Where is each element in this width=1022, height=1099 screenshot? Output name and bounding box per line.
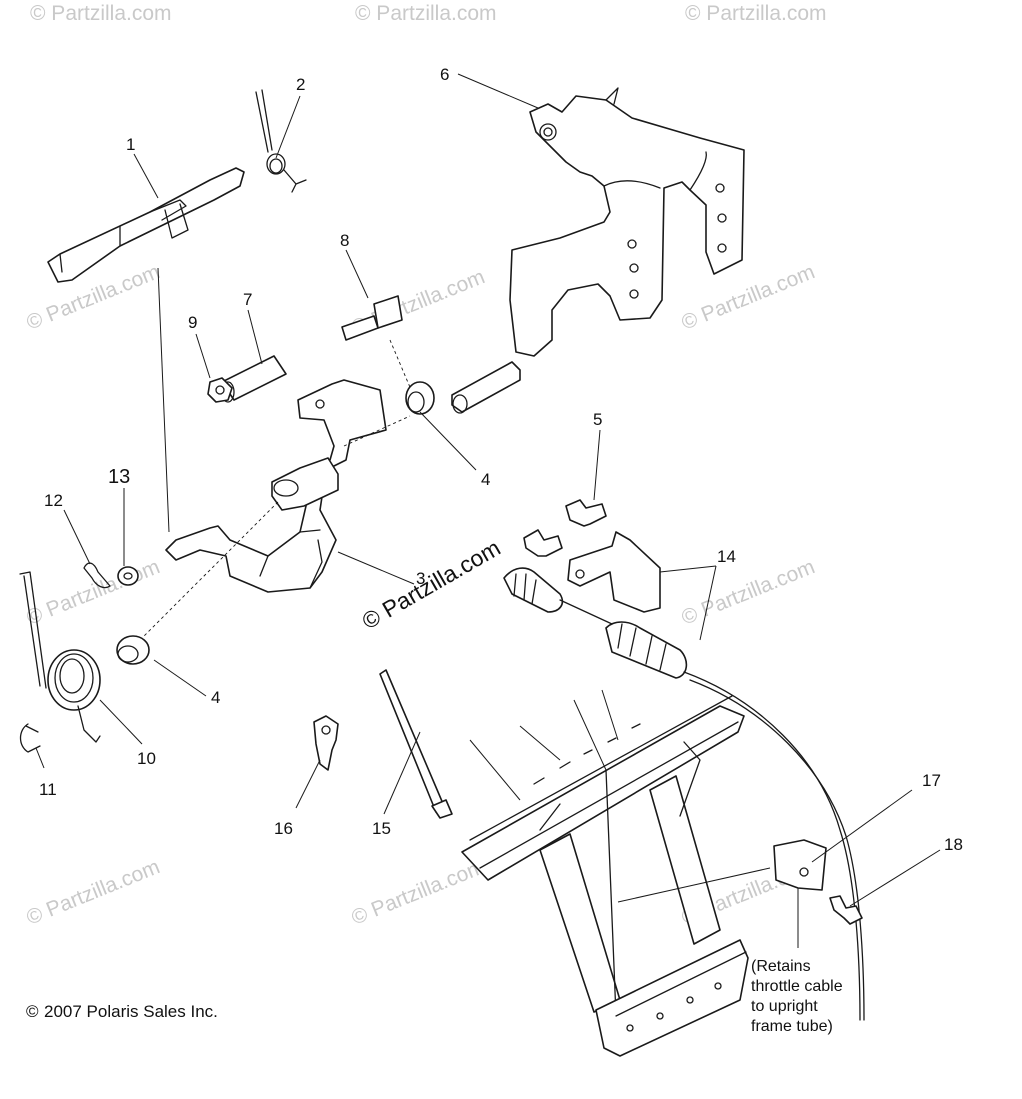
callout-10: 10 bbox=[137, 749, 156, 768]
frame-upright bbox=[461, 689, 771, 1057]
callout-4-upper: 4 bbox=[481, 470, 490, 489]
callout-8: 8 bbox=[340, 231, 349, 250]
note-line-1: (Retains bbox=[751, 958, 811, 975]
part-12-clip bbox=[83, 562, 111, 589]
callout-18: 18 bbox=[944, 835, 963, 854]
part-10-return-spring bbox=[19, 571, 101, 743]
watermark: © Partzilla.com bbox=[678, 555, 818, 629]
callout-14: 14 bbox=[717, 547, 736, 566]
callout-2: 2 bbox=[296, 75, 305, 94]
watermark: © Partzilla.com bbox=[355, 2, 497, 25]
leader-lines bbox=[35, 73, 941, 948]
part-4-bushing-upper bbox=[405, 381, 435, 415]
brand-watermark: © Partzilla.com bbox=[358, 534, 505, 634]
part-11-e-clip bbox=[19, 723, 41, 753]
part-13-washer bbox=[117, 566, 139, 586]
callout-13: 13 bbox=[108, 466, 130, 488]
part-17-cable-clip bbox=[773, 839, 827, 891]
watermark: © Partzilla.com bbox=[678, 260, 818, 334]
callout-12: 12 bbox=[44, 491, 63, 510]
part-15-tie-strap bbox=[379, 669, 453, 819]
callout-6: 6 bbox=[440, 65, 449, 84]
part-1-pedal-pad bbox=[47, 167, 245, 533]
callout-15: 15 bbox=[372, 819, 391, 838]
watermark: © Partzilla.com bbox=[30, 2, 172, 25]
part-2-torsion-spring bbox=[255, 89, 307, 193]
callout-3: 3 bbox=[416, 569, 425, 588]
copyright-symbol: © bbox=[26, 1002, 39, 1021]
watermark: © Partzilla.com bbox=[23, 855, 163, 929]
clip-note: (Retains throttle cable to upright frame… bbox=[751, 958, 843, 1035]
part-18-screw bbox=[829, 895, 863, 925]
note-line-3: to upright bbox=[751, 998, 818, 1015]
callout-labels: 1 2 3 4 4 5 6 7 8 9 10 11 12 13 14 15 16… bbox=[39, 65, 963, 854]
callout-11: 11 bbox=[39, 780, 57, 799]
watermark: © Partzilla.com bbox=[348, 855, 488, 929]
note-line-4: frame tube) bbox=[751, 1018, 833, 1035]
part-4-bushing-lower bbox=[116, 635, 150, 665]
part-9-nut bbox=[207, 377, 233, 403]
part-16-fastener bbox=[313, 715, 339, 771]
callout-16: 16 bbox=[274, 819, 293, 838]
part-5-pin bbox=[523, 499, 607, 557]
callout-7: 7 bbox=[243, 290, 252, 309]
copyright-text: 2007 Polaris Sales Inc. bbox=[44, 1002, 218, 1021]
copyright-footer: © 2007 Polaris Sales Inc. bbox=[26, 1002, 218, 1021]
part-14-cable-assembly bbox=[503, 531, 865, 1021]
watermark: © Partzilla.com bbox=[23, 555, 163, 629]
callout-4-lower: 4 bbox=[211, 688, 220, 707]
part-3-pedal-arm bbox=[139, 379, 411, 641]
watermark: © Partzilla.com bbox=[685, 2, 827, 25]
part-7-bushing bbox=[221, 355, 287, 403]
callout-17: 17 bbox=[922, 771, 941, 790]
callout-1: 1 bbox=[126, 135, 135, 154]
part-8-bolt bbox=[341, 295, 413, 393]
note-line-2: throttle cable bbox=[751, 978, 843, 995]
part-6-bracket bbox=[451, 87, 745, 414]
callout-9: 9 bbox=[188, 313, 197, 332]
watermark: © Partzilla.com bbox=[23, 260, 163, 334]
callout-5: 5 bbox=[593, 410, 602, 429]
